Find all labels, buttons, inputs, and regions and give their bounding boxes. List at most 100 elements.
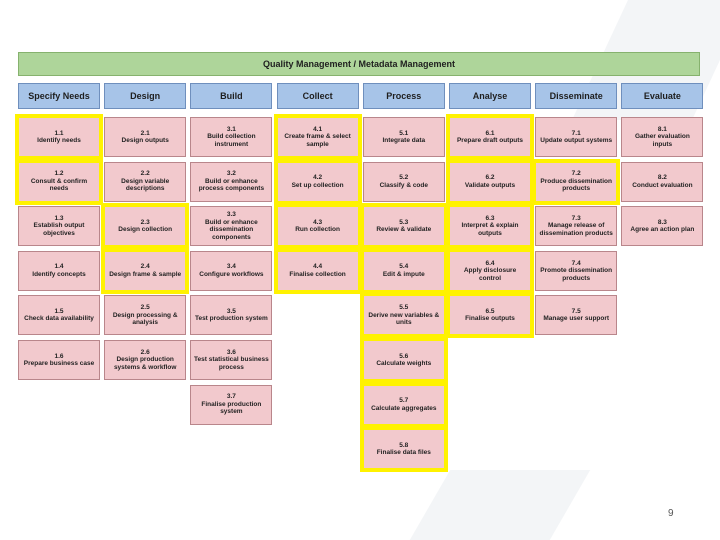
step-number: 5.7: [399, 397, 409, 405]
step-label: Design frame & sample: [109, 270, 182, 278]
step-label: Finalise outputs: [465, 315, 515, 323]
step-label: Consult & confirm needs: [30, 177, 88, 193]
step-label: Test statistical business process: [194, 356, 269, 371]
step-label: Identify needs: [37, 137, 81, 144]
step-label: Prepare business case: [23, 360, 95, 367]
step-label: Test production system: [194, 315, 268, 323]
step-label: Finalise collection: [289, 270, 346, 278]
step-label: Design processing & analysis: [112, 311, 178, 327]
step-number: 5.1: [399, 129, 409, 137]
step-number: 7.5: [571, 307, 581, 315]
step-number: 4.3: [313, 218, 323, 226]
step-label: Edit & impute: [382, 270, 425, 278]
step-label: Calculate aggregates: [371, 404, 437, 412]
step-number: 8.3: [657, 218, 667, 226]
step-number: 7.1: [571, 129, 581, 137]
step-label: Agree an action plan: [630, 226, 695, 234]
step-label: Promote dissemination products: [540, 267, 613, 282]
step-number: 6.3: [485, 214, 495, 222]
step-number: 6.1: [485, 129, 495, 137]
phase-header: Specify Needs: [18, 83, 100, 109]
page-number: 9: [668, 508, 674, 519]
step-number: 6.2: [485, 174, 495, 182]
step-number: 1.3: [54, 214, 64, 222]
step-number: 2.3: [140, 218, 150, 226]
step-label: Establish output objectives: [33, 222, 85, 237]
step-number: 1.5: [54, 307, 64, 315]
step-label: Design variable descriptions: [121, 177, 170, 193]
step-number: 1.4: [54, 263, 64, 271]
step-number: 1.1: [54, 129, 64, 137]
step-label: Check data availability: [24, 315, 94, 323]
step-label: Configure workflows: [199, 270, 264, 278]
phase-header: Process: [362, 83, 445, 109]
step-number: 3.6: [226, 348, 236, 356]
phase-header: Design: [104, 83, 187, 109]
step-label: Set up collection: [291, 181, 344, 189]
step-number: 1.6: [54, 352, 64, 360]
step-label: Calculate weights: [376, 360, 432, 367]
step-label: Interpret & explain outputs: [461, 222, 519, 237]
step-number: 4.2: [313, 174, 323, 182]
step-number: 1.2: [54, 170, 64, 178]
step-label: Review & validate: [376, 226, 432, 234]
phase-header: Analyse: [449, 83, 531, 109]
step-label: Integrate data: [382, 137, 426, 144]
step-number: 5.4: [399, 263, 409, 271]
step-number: 7.4: [571, 259, 581, 267]
step-label: Conduct evaluation: [632, 181, 693, 189]
step-number: 2.2: [140, 170, 150, 178]
step-label: Apply disclosure control: [463, 267, 517, 282]
step-label: Manage release of dissemination products: [539, 222, 613, 237]
phase-header: Disseminate: [535, 83, 618, 109]
step-number: 3.4: [226, 263, 236, 271]
step-label: Manage user support: [543, 315, 610, 323]
step-number: 3.2: [226, 170, 236, 178]
step-label: Derive new variables & units: [368, 311, 440, 327]
step-number: 5.8: [399, 441, 409, 449]
step-label: Design outputs: [121, 137, 169, 144]
step-label: Build collection instrument: [207, 133, 256, 148]
step-number: 8.2: [657, 174, 667, 182]
step-label: Prepare draft outputs: [456, 137, 524, 144]
phase-header: Collect: [276, 83, 359, 109]
step-number: 3.7: [226, 393, 236, 401]
step-label: Finalise data files: [376, 449, 431, 457]
